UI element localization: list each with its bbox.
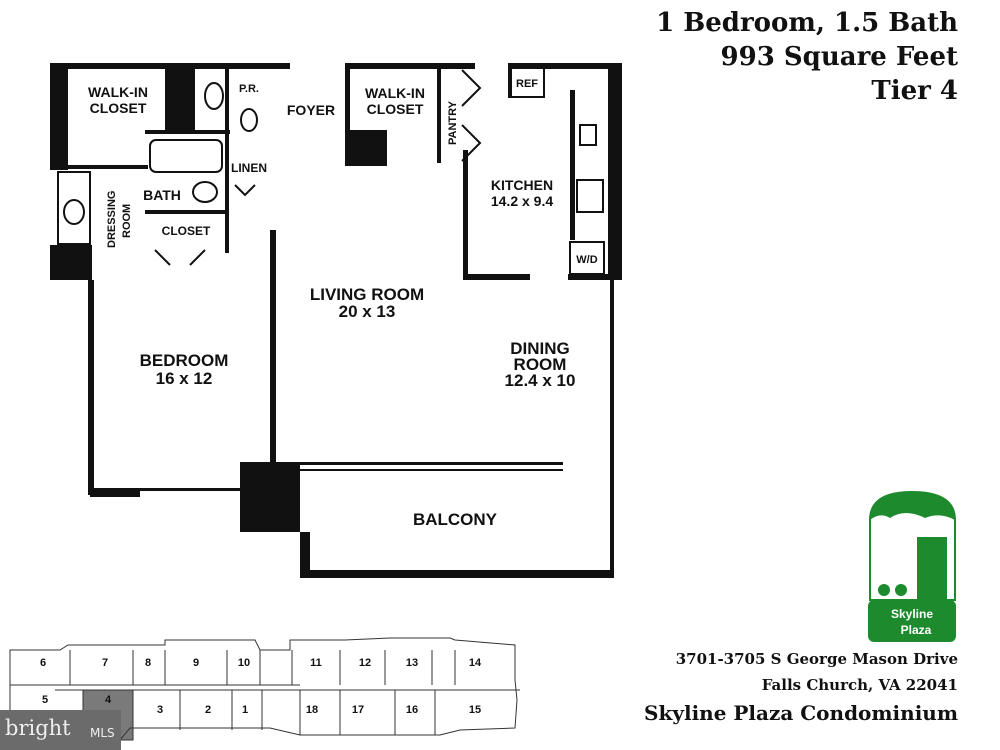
dining-room-label: ROOM <box>514 355 567 374</box>
dressing-room-label: DRESSING <box>106 191 118 248</box>
unit-number: 10 <box>238 657 250 669</box>
closet-label: CLOSET <box>162 224 211 238</box>
key-plan-numbers: 6 7 8 9 10 11 12 13 14 5 4 3 2 1 18 17 1… <box>40 657 482 716</box>
living-room-label: LIVING ROOM <box>310 285 424 304</box>
ref-label: REF <box>516 78 538 90</box>
unit-number: 7 <box>102 657 108 669</box>
header: 1 Bedroom, 1.5 Bath 993 Square Feet Tier… <box>656 6 958 108</box>
room-labels: WALK-IN CLOSET P.R. FOYER WALK-IN CLOSET… <box>88 78 598 529</box>
unit-number: 11 <box>310 657 322 669</box>
walkin-closet-label: CLOSET <box>367 101 424 117</box>
bedroom-label: BEDROOM <box>140 351 229 370</box>
linen-label: LINEN <box>231 161 267 175</box>
logo-text: Skyline <box>891 607 933 621</box>
dining-room-size: 12.4 x 10 <box>505 371 576 390</box>
unit-number: 13 <box>406 657 418 669</box>
address-line-1: 3701-3705 S George Mason Drive <box>675 650 958 668</box>
bedroom-size: 16 x 12 <box>156 369 213 388</box>
unit-number: 5 <box>42 694 48 706</box>
unit-number: 17 <box>352 704 364 716</box>
walls <box>50 63 622 578</box>
dining-room-label: DINING <box>510 339 570 358</box>
unit-number: 2 <box>205 704 211 716</box>
living-room-size: 20 x 13 <box>339 302 396 321</box>
unit-number: 1 <box>242 704 248 716</box>
address-line-2: Falls Church, VA 22041 <box>761 676 958 694</box>
kitchen-size: 14.2 x 9.4 <box>491 193 553 209</box>
bright-mls-watermark: bright MLS <box>0 710 121 750</box>
pr-label: P.R. <box>239 83 259 95</box>
dressing-room-label: ROOM <box>121 204 133 238</box>
unit-number: 8 <box>145 657 151 669</box>
unit-number: 18 <box>306 704 318 716</box>
building-name: Skyline Plaza Condominium <box>644 701 958 725</box>
tier: Tier 4 <box>871 76 958 106</box>
kitchen-label: KITCHEN <box>491 177 553 193</box>
fixtures <box>57 66 605 275</box>
walkin-closet-label: CLOSET <box>90 100 147 116</box>
watermark-brand: bright <box>5 716 71 740</box>
logo-text: Plaza <box>901 623 932 637</box>
unit-number: 4 <box>105 694 112 706</box>
watermark-suffix: MLS <box>90 726 115 740</box>
skyline-plaza-logo: Skyline Plaza <box>868 490 956 642</box>
balcony-label: BALCONY <box>413 510 498 529</box>
walkin-closet-label: WALK-IN <box>365 85 425 101</box>
square-feet: 993 Square Feet <box>720 42 958 72</box>
unit-type: 1 Bedroom, 1.5 Bath <box>656 8 958 38</box>
unit-number: 3 <box>157 704 163 716</box>
walkin-closet-label: WALK-IN <box>88 84 148 100</box>
unit-number: 15 <box>469 704 481 716</box>
bath-label: BATH <box>143 187 181 203</box>
unit-number: 16 <box>406 704 418 716</box>
wd-label: W/D <box>576 254 597 266</box>
pantry-label: PANTRY <box>447 100 459 145</box>
foyer-label: FOYER <box>287 102 335 118</box>
unit-number: 14 <box>469 657 482 669</box>
unit-number: 12 <box>359 657 371 669</box>
unit-number: 9 <box>193 657 199 669</box>
unit-number: 6 <box>40 657 46 669</box>
